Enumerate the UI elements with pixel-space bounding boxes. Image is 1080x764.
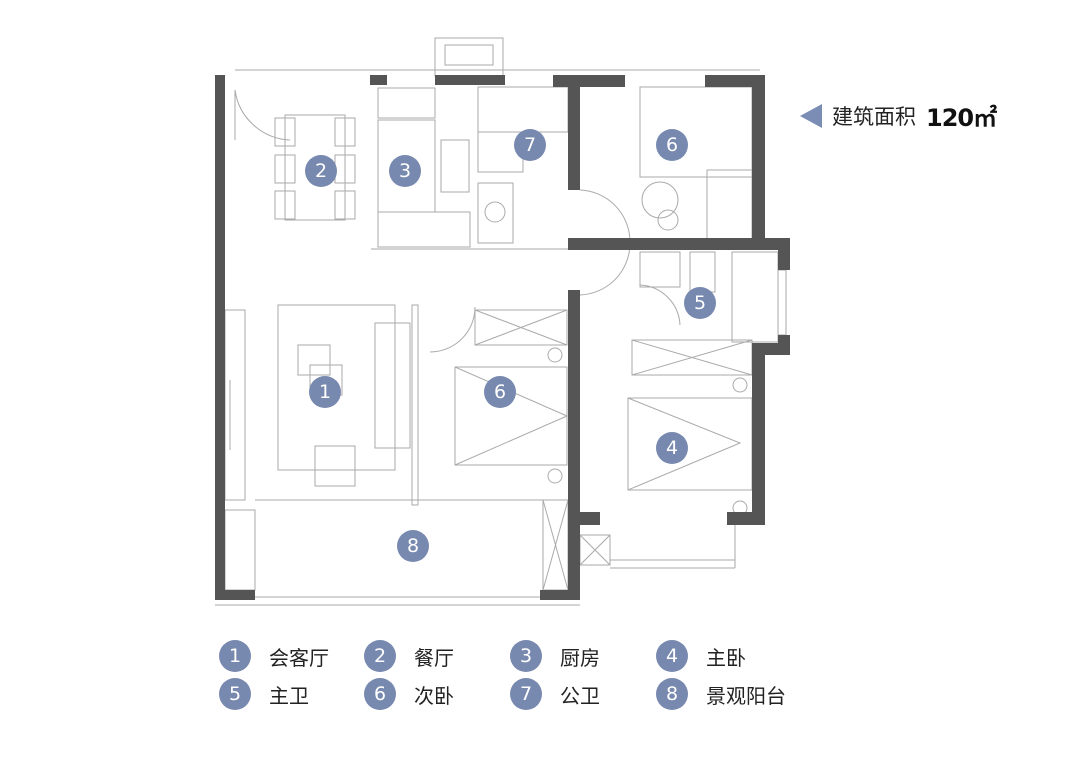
room-marker-kitchen: 3: [389, 155, 421, 187]
legend-label: 景观阳台: [706, 683, 786, 708]
legend-label: 厨房: [560, 645, 600, 670]
legend-item: 5 主卫: [219, 678, 309, 710]
legend-item: 2 餐厅: [364, 640, 454, 672]
legend-item: 8 景观阳台: [656, 678, 786, 710]
room-marker-master-bedroom: 4: [656, 432, 688, 464]
room-marker-master-bathroom: 5: [684, 287, 716, 319]
legend-label: 公卫: [560, 683, 600, 708]
legend-number: 1: [219, 640, 251, 672]
legend-item: 4 主卧: [656, 640, 746, 672]
legend-item: 7 公卫: [510, 678, 600, 710]
area-label-text: 建筑面积: [832, 104, 916, 129]
legend-label: 主卧: [706, 645, 746, 670]
legend-number: 8: [656, 678, 688, 710]
legend-number: 7: [510, 678, 542, 710]
legend-label: 餐厅: [414, 645, 454, 670]
room-marker-public-bathroom: 7: [514, 129, 546, 161]
legend-item: 1 会客厅: [219, 640, 329, 672]
legend-label: 次卧: [414, 683, 454, 708]
room-marker-dining-room: 2: [305, 155, 337, 187]
legend-item: 6 次卧: [364, 678, 454, 710]
room-marker-balcony: 8: [397, 530, 429, 562]
legend-number: 4: [656, 640, 688, 672]
room-marker-second-bedroom-south: 6: [484, 376, 516, 408]
fixture-lines: [215, 37, 787, 606]
building-area-label: 建筑面积 120㎡: [800, 98, 997, 133]
legend-label: 会客厅: [269, 645, 329, 670]
legend-label: 主卫: [269, 683, 309, 708]
triangle-pointer-icon: [800, 103, 822, 128]
room-marker-living-room: 1: [309, 376, 341, 408]
legend-number: 3: [510, 640, 542, 672]
walls: [215, 75, 790, 600]
legend-number: 2: [364, 640, 396, 672]
legend-number: 5: [219, 678, 251, 710]
room-marker-second-bedroom-north: 6: [656, 129, 688, 161]
legend-item: 3 厨房: [510, 640, 600, 672]
legend-number: 6: [364, 678, 396, 710]
area-value: 120㎡: [926, 104, 997, 132]
